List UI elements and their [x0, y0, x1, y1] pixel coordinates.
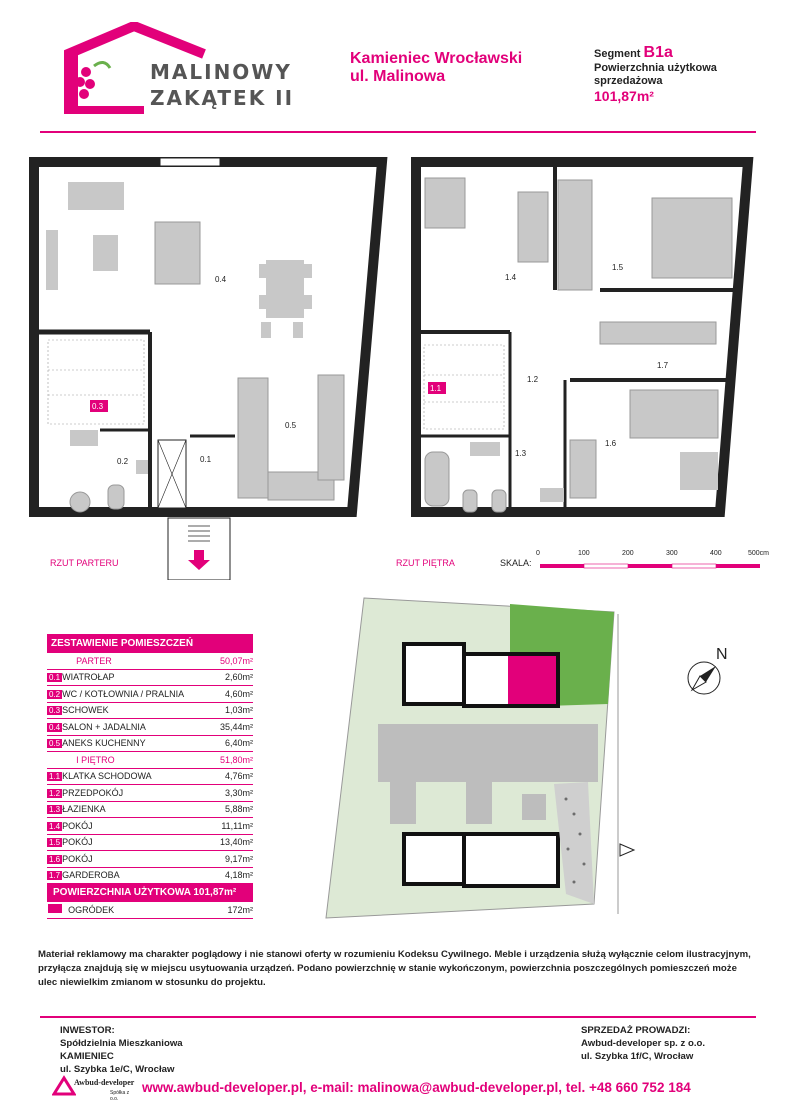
segment-area-value: 101,87m²: [594, 88, 654, 104]
svg-text:0.5: 0.5: [285, 421, 297, 430]
compass-north-label: N: [716, 646, 728, 663]
compass-icon: [687, 661, 721, 695]
seller-line1: Awbud-developer sp. z o.o.: [581, 1038, 706, 1049]
segment-box: Segment B1a Powierzchnia użytkowa sprzed…: [594, 44, 764, 104]
ground-floor-plan: [29, 157, 388, 580]
footer-logo-sub: Spółka z o.o.: [110, 1090, 130, 1102]
disclaimer: Materiał reklamowy ma charakter poglądow…: [38, 949, 751, 988]
scale-tick: 100: [578, 550, 590, 557]
entrance-arrow-icon: [188, 550, 210, 570]
investor-line3: ul. Szybka 1e/C, Wrocław: [60, 1064, 175, 1075]
svg-text:0.3: 0.3: [92, 402, 104, 411]
logo-line2: ZAKĄTEK II: [150, 86, 295, 110]
svg-text:1.6: 1.6: [605, 439, 617, 448]
footer-rule: [40, 1016, 756, 1018]
investor-line2: KAMIENIEC: [60, 1051, 114, 1062]
segment-area-label-1: Powierzchnia użytkowa: [594, 62, 717, 74]
svg-text:1.1: 1.1: [430, 384, 442, 393]
scale-tick: 200: [622, 550, 634, 557]
svg-text:0.1: 0.1: [200, 455, 212, 464]
house-logo-icon: [63, 20, 206, 114]
footer-logo: Awbud-developer Spółka z o.o.: [52, 1072, 136, 1102]
ground-section-area: 50,07m²: [212, 652, 253, 670]
first-floor-plan: [411, 157, 754, 517]
seller-block: SPRZEDAŻ PROWADZI: Awbud-developer sp. z…: [581, 1024, 705, 1063]
segment-code: B1a: [643, 44, 673, 61]
site-plan: [325, 597, 636, 919]
location-street: ul. Malinowa: [350, 68, 446, 85]
scale-bar: [540, 563, 760, 569]
svg-text:1.7: 1.7: [657, 361, 669, 370]
segment-label: Segment: [594, 48, 641, 60]
ground-section-name: PARTER: [62, 652, 213, 670]
logo: MALINOWY ZAKĄTEK II: [63, 20, 304, 122]
total-row: POWIERZCHNIA UŻYTKOWA 101,87m²: [47, 883, 253, 902]
footer-logo-name: Awbud-developer: [74, 1078, 135, 1087]
svg-text:1.4: 1.4: [505, 273, 517, 282]
seller-heading: SPRZEDAŻ PROWADZI:: [581, 1025, 691, 1036]
svg-text:1.3: 1.3: [515, 449, 527, 458]
scale-tick: 400: [710, 550, 722, 557]
ground-plan-label: RZUT PARTERU: [50, 558, 119, 568]
header-rule: [40, 131, 756, 133]
investor-line1: Spółdzielnia Mieszkaniowa: [60, 1038, 183, 1049]
svg-text:0.2: 0.2: [117, 457, 129, 466]
site-entrance-arrow-icon: [619, 843, 636, 857]
svg-text:0.4: 0.4: [215, 275, 227, 284]
svg-text:1.5: 1.5: [612, 263, 624, 272]
investor-heading: INWESTOR:: [60, 1025, 115, 1036]
scale-label: SKALA:: [500, 558, 532, 568]
location-city: Kamieniec Wrocławski: [350, 50, 523, 67]
logo-line1: MALINOWY: [150, 60, 292, 84]
floor-section-name: I PIĘTRO: [62, 751, 213, 769]
segment-area-label-2: sprzedażowa: [594, 75, 663, 87]
svg-text:1.2: 1.2: [527, 375, 539, 384]
garden-swatch: [47, 904, 62, 914]
scale-tick: 0: [536, 550, 540, 557]
floor-plan-label: RZUT PIĘTRA: [396, 558, 455, 568]
awbud-logo-icon: [52, 1075, 76, 1096]
investor-block: INWESTOR: Spółdzielnia Mieszkaniowa KAMI…: [60, 1024, 183, 1076]
floor-plans: 0.4 0.5 0.1 0.2 1.4 1.5 1.2 1.7 1.6 1.3 …: [29, 157, 760, 580]
scale-tick: 300: [666, 550, 678, 557]
rooms-table-title: ZESTAWIENIE POMIESZCZEŃ: [47, 634, 253, 653]
floor-section-area: 51,80m²: [212, 751, 253, 769]
scale-tick: 500cm: [748, 550, 770, 557]
seller-line2: ul. Szybka 1f/C, Wrocław: [581, 1051, 694, 1062]
contact-line[interactable]: www.awbud-developer.pl, e-mail: malinowa…: [142, 1080, 691, 1095]
